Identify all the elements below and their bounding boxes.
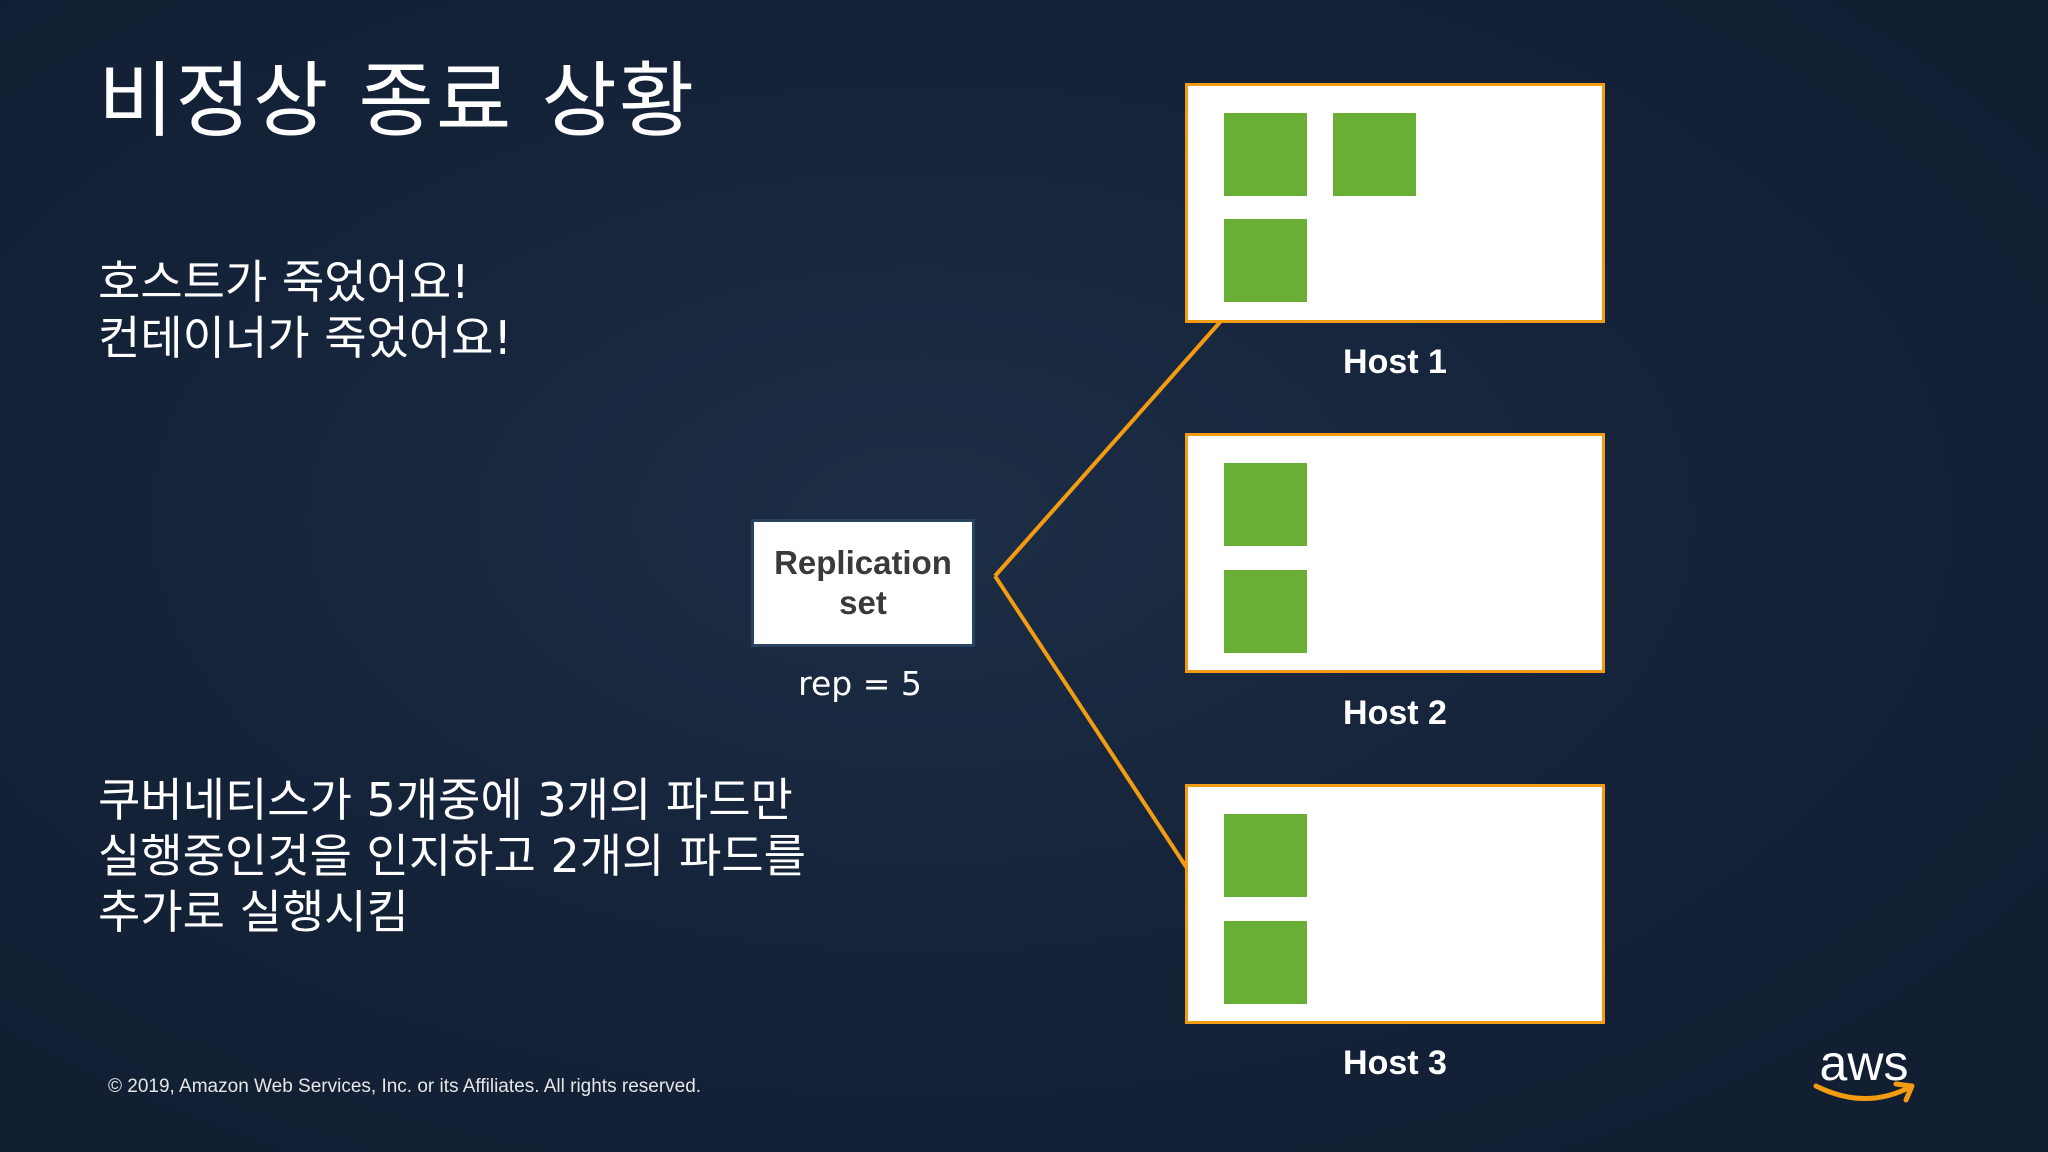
host-2-label: Host 2 xyxy=(1343,694,1447,732)
recovery-line: 쿠버네티스가 5개중에 3개의 파드만 xyxy=(98,773,793,827)
status-line: 호스트가 죽었어요! xyxy=(98,255,470,309)
replica-count: rep = 5 xyxy=(798,664,922,703)
replication-set-label: Replication xyxy=(774,544,952,581)
aws-logo-text: aws xyxy=(1819,1035,1909,1091)
host-2-box xyxy=(1185,433,1605,673)
pod xyxy=(1224,219,1307,302)
aws-logo: aws xyxy=(1812,1035,1922,1120)
host-1-box xyxy=(1185,83,1605,323)
recovery-line: 추가로 실행시킴 xyxy=(98,885,409,939)
aws-smile-arrow-icon xyxy=(1813,1081,1915,1103)
replication-set-label-2: set xyxy=(839,584,887,621)
host-1-label: Host 1 xyxy=(1343,343,1447,381)
status-line: 컨테이너가 죽었어요! xyxy=(98,311,512,365)
recovery-line: 실행중인것을 인지하고 2개의 파드를 xyxy=(98,829,806,883)
host-3-box xyxy=(1185,784,1605,1024)
status-text: 호스트가 죽었어요! 컨테이너가 죽었어요! xyxy=(98,254,512,366)
pod xyxy=(1224,463,1307,546)
pod xyxy=(1224,113,1307,196)
pod xyxy=(1224,814,1307,897)
copyright-notice: © 2019, Amazon Web Services, Inc. or its… xyxy=(108,1076,702,1097)
pod-new xyxy=(1224,921,1307,1004)
slide-title: 비정상 종료 상황 xyxy=(98,54,697,149)
pod xyxy=(1224,570,1307,653)
pod-new xyxy=(1333,113,1416,196)
host-3-label: Host 3 xyxy=(1343,1044,1447,1082)
replication-set-box: Replication set xyxy=(751,519,975,647)
recovery-text: 쿠버네티스가 5개중에 3개의 파드만 실행중인것을 인지하고 2개의 파드를 … xyxy=(98,772,806,940)
